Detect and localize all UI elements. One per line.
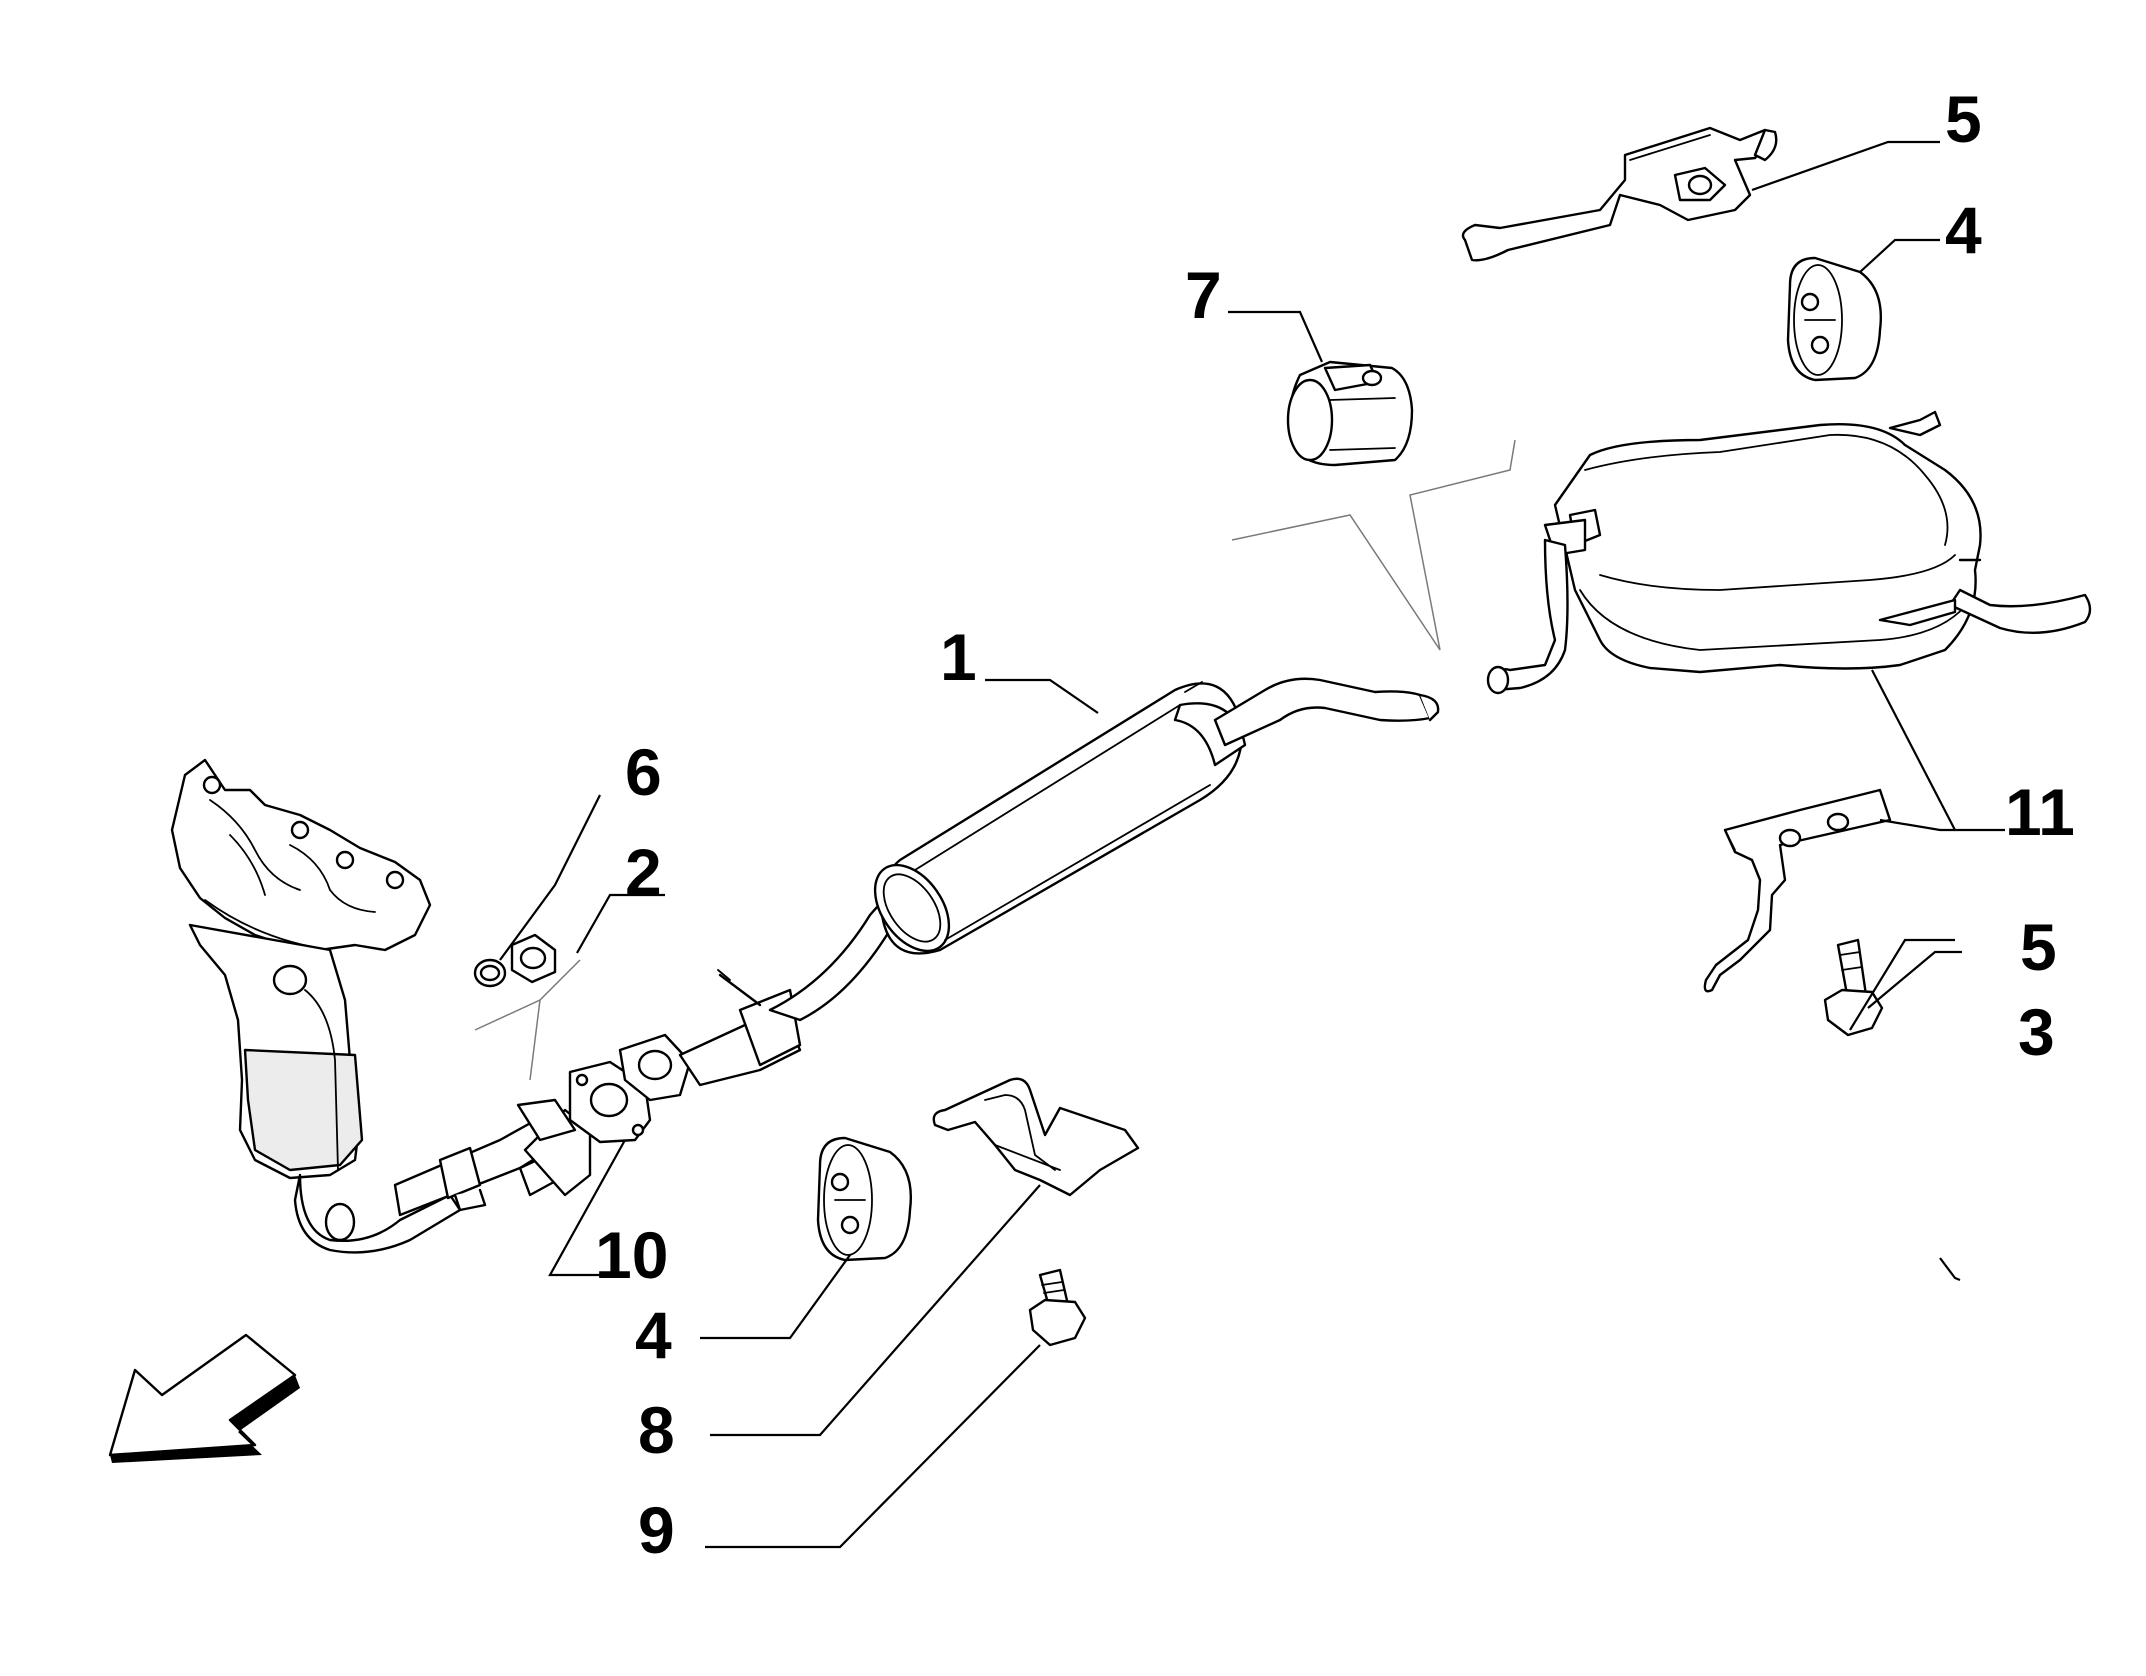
leader-lines bbox=[499, 140, 2005, 1549]
callout-9: 9 bbox=[638, 1493, 675, 1567]
bolt-9 bbox=[1028, 1268, 1087, 1347]
bracket-8 bbox=[932, 1077, 1140, 1197]
seal-ring-6 bbox=[473, 958, 507, 988]
callout-8: 8 bbox=[638, 1393, 675, 1467]
rear-silencer-11 bbox=[1486, 410, 2092, 695]
nut-2 bbox=[510, 933, 557, 984]
front-pipe bbox=[393, 1098, 592, 1217]
callout-3: 3 bbox=[2018, 995, 2055, 1069]
callout-labels: 1 2 3 4 4 5 5 6 7 8 9 10 11 bbox=[595, 82, 2075, 1567]
callout-4-lower: 4 bbox=[635, 1298, 672, 1372]
callout-7: 7 bbox=[1185, 258, 1222, 332]
front-silencer-pipe-1 bbox=[618, 677, 1440, 1102]
callout-1: 1 bbox=[940, 620, 977, 694]
callout-5-upper: 5 bbox=[1945, 82, 1982, 156]
callout-2: 2 bbox=[625, 835, 662, 909]
front-direction-arrow-icon bbox=[108, 1333, 300, 1463]
bolt-3 bbox=[1823, 938, 1884, 1037]
assembly-guide-lines bbox=[474, 439, 1516, 1081]
callout-4-upper: 4 bbox=[1945, 193, 1982, 267]
rubber-mount-4-lower bbox=[816, 1136, 912, 1262]
bracket-5-lower bbox=[1703, 788, 1892, 993]
rubber-mount-4-upper bbox=[1786, 256, 1882, 382]
callout-5-lower: 5 bbox=[2020, 910, 2057, 984]
callout-6: 6 bbox=[625, 735, 662, 809]
exhaust-manifold-catalyst bbox=[170, 758, 462, 1254]
bracket-5-upper bbox=[1461, 126, 1778, 262]
callout-10: 10 bbox=[595, 1218, 668, 1292]
callout-11: 11 bbox=[2005, 775, 2075, 849]
clamp-7 bbox=[1286, 360, 1414, 467]
